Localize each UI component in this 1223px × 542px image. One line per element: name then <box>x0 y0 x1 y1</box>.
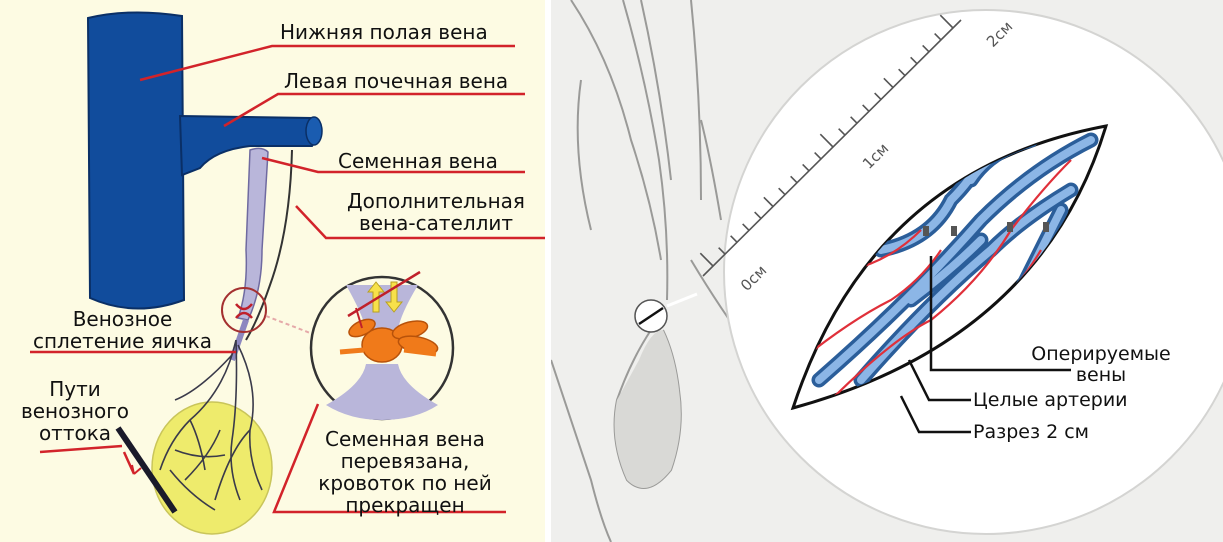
label-satellite-vein-line2: вена-сателлит <box>336 212 536 234</box>
label-vein-ligated-line3: кровоток по ней <box>300 472 510 494</box>
label-outflow-line2: венозного <box>0 400 150 422</box>
label-intact-arteries: Целые артерии <box>973 390 1128 411</box>
label-incision: Разрез 2 см <box>973 422 1089 443</box>
label-outflow-line1: Пути <box>0 378 150 400</box>
label-inferior-vena-cava: Нижняя полая вена <box>280 21 488 43</box>
right-panel: Оперируемые вены Целые артерии Разрез 2 … <box>551 0 1223 542</box>
label-vein-ligated-line2: перевязана, <box>300 450 510 472</box>
label-left-renal-vein: Левая почечная вена <box>284 70 508 92</box>
label-vein-ligated-line4: прекращен <box>300 494 510 516</box>
label-operated-veins-line1: Оперируемые <box>1021 344 1181 365</box>
left-panel: Нижняя полая вена Левая почечная вена Се… <box>0 0 545 542</box>
label-seminal-vein: Семенная вена <box>338 150 498 172</box>
label-operated-veins: Оперируемые вены <box>1021 344 1181 386</box>
label-satellite-vein-line1: Дополнительная <box>336 190 536 212</box>
label-venous-plexus: Венозное сплетение яичка <box>30 308 215 352</box>
label-outflow-paths: Пути венозного оттока <box>0 378 150 444</box>
inferior-vena-cava-shape <box>88 12 184 308</box>
ruler-tick <box>700 253 713 266</box>
label-operated-veins-line2: вены <box>1021 365 1181 386</box>
right-illustration <box>551 0 1223 542</box>
label-vein-ligated-line1: Семенная вена <box>300 428 510 450</box>
label-venous-plexus-line2: сплетение яичка <box>30 330 215 352</box>
label-vein-ligated: Семенная вена перевязана, кровоток по не… <box>300 428 510 516</box>
label-outflow-line3: оттока <box>0 422 150 444</box>
label-satellite-vein: Дополнительная вена-сателлит <box>336 190 536 234</box>
label-venous-plexus-line1: Венозное <box>30 308 215 330</box>
seminal-vein-shape <box>238 148 268 320</box>
